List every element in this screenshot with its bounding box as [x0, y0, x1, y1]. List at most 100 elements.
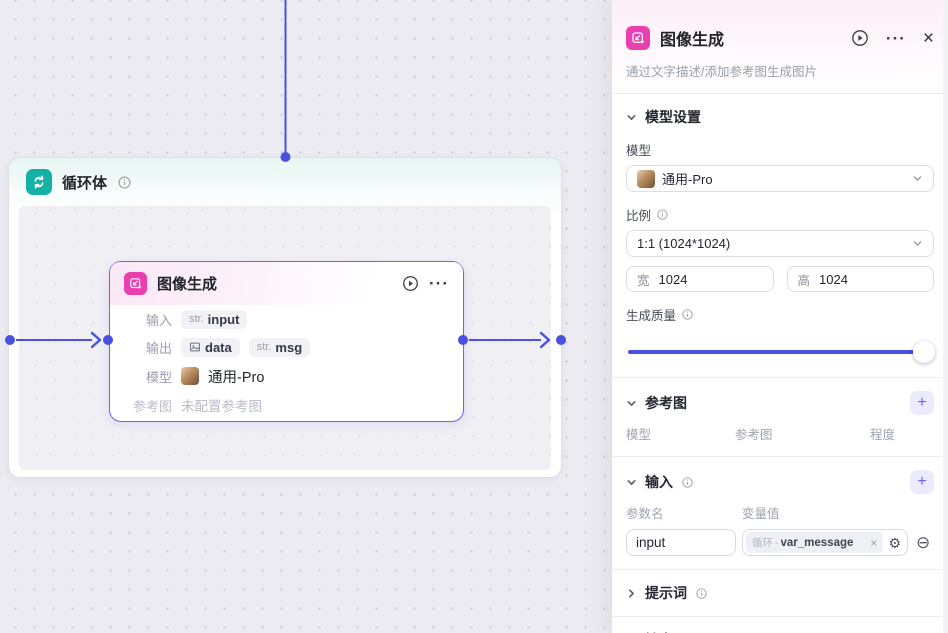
reference-column-headers: 模型 参考图 程度: [612, 424, 948, 443]
info-icon[interactable]: [656, 208, 669, 221]
info-icon[interactable]: [681, 476, 694, 489]
variable-value-field[interactable]: 循环 - var_message × ⚙: [742, 529, 908, 556]
info-icon[interactable]: [117, 175, 132, 190]
quality-slider[interactable]: [628, 341, 935, 363]
node-model-value: 通用-Pro: [208, 369, 265, 386]
info-icon[interactable]: [695, 587, 708, 600]
width-label: 宽: [637, 273, 650, 288]
input-param-name: input: [207, 311, 240, 327]
remove-row-button[interactable]: ⊖: [916, 533, 931, 552]
variable-chip[interactable]: 循环 - var_message ×: [746, 532, 884, 553]
param-name-input[interactable]: [626, 529, 736, 556]
model-settings-title: 模型设置: [645, 109, 701, 125]
output-data-name: data: [205, 339, 232, 355]
panel-header: 图像生成 ··· ×: [612, 0, 948, 50]
slider-track[interactable]: [628, 350, 932, 354]
divider: [612, 456, 948, 457]
input-col-value: 变量值: [742, 507, 780, 521]
model-avatar: [637, 169, 655, 188]
reference-col-model: 模型: [626, 428, 652, 442]
loop-node-title: 循环体: [62, 174, 108, 192]
close-panel-button[interactable]: ×: [922, 27, 934, 49]
node-more-menu[interactable]: ···: [429, 274, 449, 293]
ratio-select[interactable]: 1:1 (1024*1024): [626, 230, 934, 257]
node-reference-value: 未配置参考图: [181, 399, 262, 414]
chevron-down-icon: [912, 173, 923, 184]
slider-knob[interactable]: [913, 341, 935, 363]
input-col-param: 参数名: [626, 507, 664, 521]
width-field[interactable]: 宽: [626, 266, 774, 292]
divider: [612, 616, 948, 617]
panel-scrollbar-track[interactable]: [943, 0, 948, 633]
ratio-select-value: 1:1 (1024*1024): [637, 236, 731, 251]
node-output-row: 输出 data str. msg: [126, 335, 447, 359]
info-icon[interactable]: [681, 308, 694, 321]
input-section-title: 输入: [645, 474, 673, 490]
output-msg-chip: str. msg: [248, 337, 311, 357]
config-panel: 图像生成 ··· × 通过文字描述/添加参考图生成图片 模型设置 模型 通用-P…: [612, 0, 948, 633]
node-model-row: 模型 通用-Pro: [126, 363, 447, 389]
ratio-label: 比例: [612, 205, 948, 224]
model-avatar: [181, 367, 199, 385]
gear-icon[interactable]: ⚙: [888, 534, 901, 551]
divider: [612, 93, 948, 94]
node-reference-label: 参考图: [132, 398, 172, 414]
section-model-settings[interactable]: 模型设置: [612, 94, 948, 127]
image-generation-node[interactable]: 图像生成 ··· 输入 str. input 输出: [109, 261, 464, 422]
loop-node-header: 循环体: [9, 158, 561, 206]
width-input[interactable]: [658, 271, 763, 287]
model-label: 模型: [612, 140, 948, 159]
section-reference[interactable]: 参考图 +: [612, 378, 948, 415]
section-output[interactable]: 输出: [612, 617, 948, 633]
type-prefix: str.: [256, 341, 272, 353]
image-generation-node-header: 图像生成 ···: [110, 262, 463, 305]
chevron-down-icon: [912, 238, 923, 249]
more-menu-button[interactable]: ···: [885, 28, 906, 48]
prompt-title: 提示词: [645, 585, 687, 601]
remove-variable-icon[interactable]: ×: [870, 535, 878, 550]
divider: [612, 569, 948, 570]
section-prompt[interactable]: 提示词: [612, 570, 948, 603]
height-input[interactable]: [819, 271, 923, 287]
chevron-down-icon: [626, 112, 637, 123]
image-type-icon: [190, 342, 200, 352]
node-input-label: 输入: [145, 312, 172, 328]
chevron-down-icon: [626, 398, 637, 409]
output-msg-name: msg: [275, 339, 303, 355]
loop-node[interactable]: 循环体 图像生成: [8, 157, 562, 478]
panel-node-icon: [626, 26, 650, 50]
add-input-button[interactable]: +: [910, 470, 934, 494]
node-summary: 输入 str. input 输出 data str.: [110, 305, 463, 425]
input-parameter-row: 循环 - var_message × ⚙ ⊖: [612, 529, 948, 556]
chevron-right-icon: [626, 588, 637, 599]
chevron-down-icon: [626, 477, 637, 488]
dimension-inputs: 宽 高: [626, 266, 934, 292]
input-param-chip: str. input: [181, 309, 248, 329]
quality-label: 生成质量: [612, 305, 948, 324]
model-select-value: 通用-Pro: [662, 172, 713, 187]
height-label: 高: [797, 273, 811, 288]
run-button[interactable]: [851, 29, 869, 47]
divider: [612, 377, 948, 378]
add-reference-button[interactable]: +: [910, 391, 934, 415]
node-title: 图像生成: [157, 276, 218, 293]
model-label-text: 模型: [626, 144, 652, 158]
panel-subtitle: 通过文字描述/添加参考图生成图片: [626, 65, 817, 79]
variable-scope: 循环: [752, 537, 773, 549]
reference-title: 参考图: [645, 395, 687, 411]
output-data-chip: data: [181, 337, 240, 357]
reference-col-ref: 参考图: [735, 428, 773, 442]
node-input-row: 输入 str. input: [126, 307, 447, 331]
section-input[interactable]: 输入 +: [612, 457, 948, 494]
panel-actions: ··· ×: [851, 29, 934, 48]
type-prefix: str.: [189, 313, 204, 325]
reference-col-degree: 程度: [870, 428, 896, 442]
variable-separator: -: [775, 536, 779, 549]
quality-label-text: 生成质量: [626, 309, 677, 323]
run-node-button[interactable]: [402, 275, 419, 292]
node-output-label: 输出: [145, 340, 172, 356]
panel-title: 图像生成: [660, 32, 725, 49]
height-field[interactable]: 高: [786, 266, 934, 292]
node-model-label: 模型: [145, 369, 172, 385]
model-select[interactable]: 通用-Pro: [626, 165, 934, 192]
